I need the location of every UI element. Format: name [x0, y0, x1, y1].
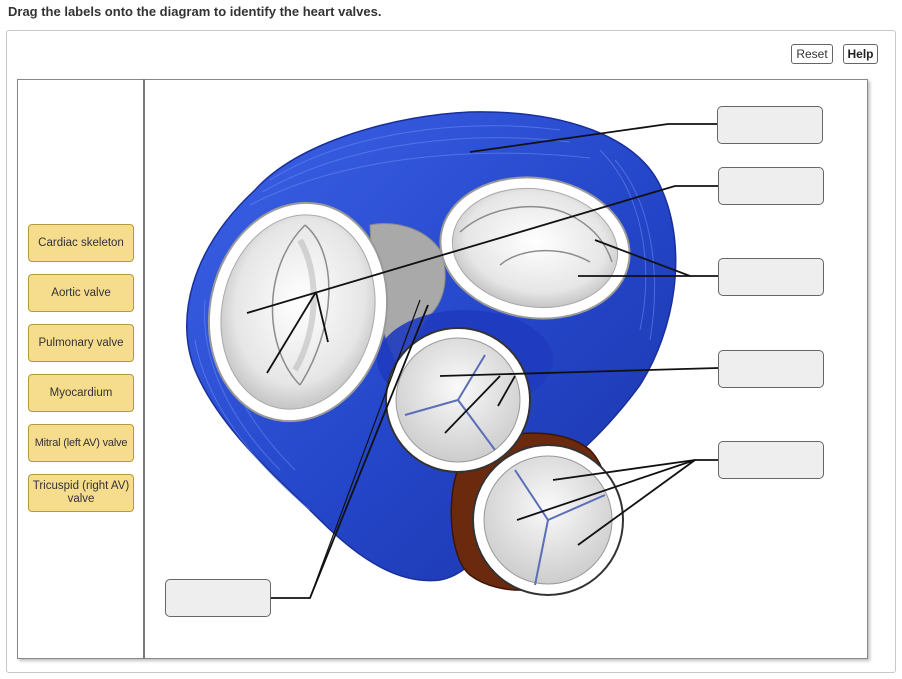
help-button[interactable]: Help [843, 44, 878, 64]
label-aortic-valve[interactable]: Aortic valve [28, 274, 134, 312]
drop-target-6[interactable] [165, 579, 271, 617]
label-bank-divider [143, 79, 145, 659]
label-pulmonary-valve[interactable]: Pulmonary valve [28, 324, 134, 362]
drop-target-1[interactable] [717, 106, 823, 144]
label-mitral-valve[interactable]: Mitral (left AV) valve [28, 424, 134, 462]
drop-target-2[interactable] [718, 167, 824, 205]
label-myocardium[interactable]: Myocardium [28, 374, 134, 412]
drop-target-4[interactable] [718, 350, 824, 388]
instructions: Drag the labels onto the diagram to iden… [8, 4, 382, 19]
drop-target-3[interactable] [718, 258, 824, 296]
leader-lines [246, 123, 719, 599]
label-cardiac-skeleton[interactable]: Cardiac skeleton [28, 224, 134, 262]
drop-target-5[interactable] [718, 441, 824, 479]
label-tricuspid-valve[interactable]: Tricuspid (right AV) valve [28, 474, 134, 512]
reset-button[interactable]: Reset [791, 44, 833, 64]
